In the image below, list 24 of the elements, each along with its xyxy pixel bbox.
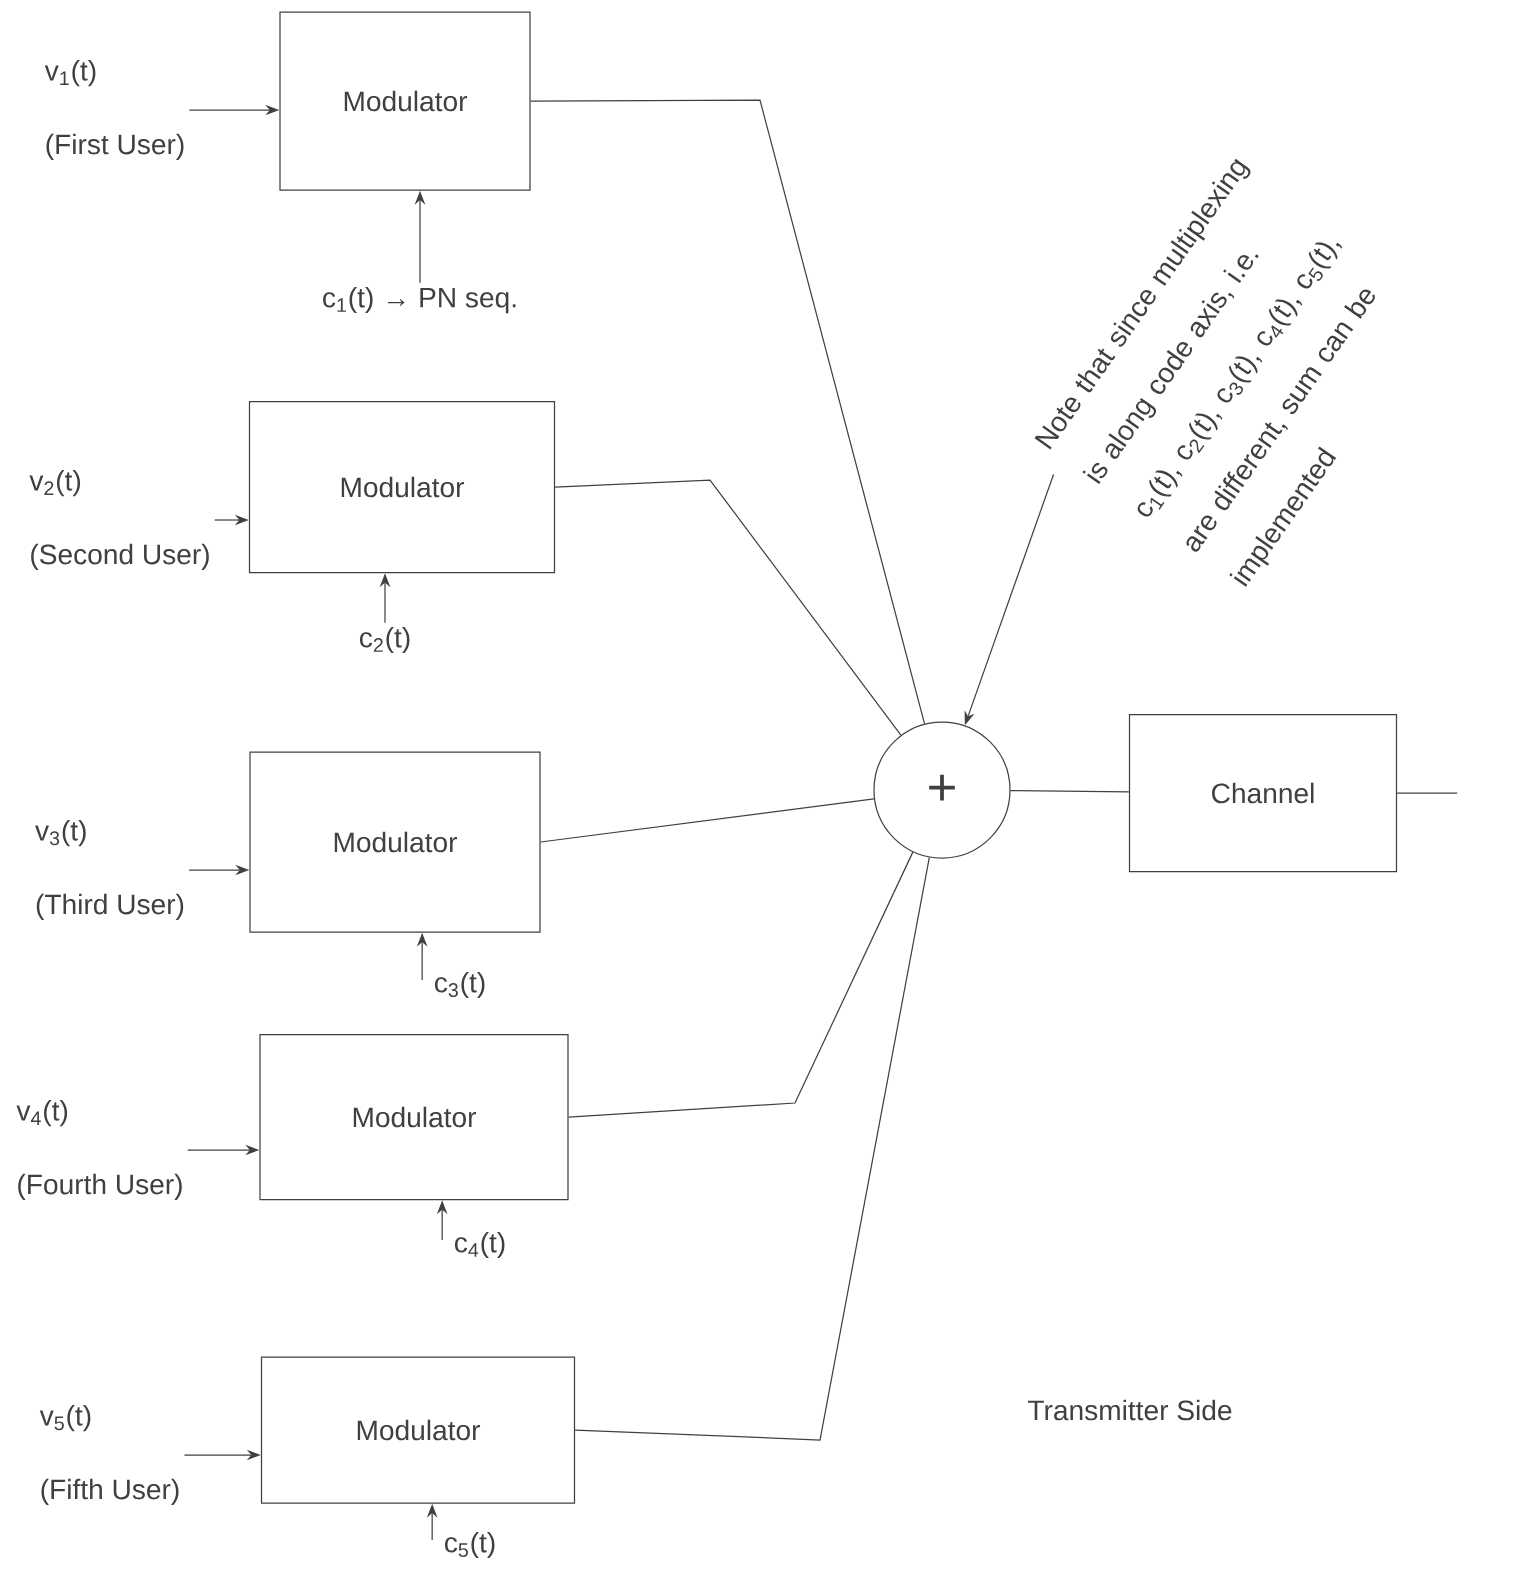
code-label: c$_{5}$(t) <box>444 1531 495 1559</box>
code-label: c$_{3}$(t) <box>435 971 485 999</box>
connector-line <box>574 856 930 1441</box>
modulator-box: Modulator <box>259 1033 569 1201</box>
modulator-box: Modulator <box>279 11 531 191</box>
connector-line <box>540 798 875 843</box>
connector-line <box>530 99 926 725</box>
connector-line <box>1010 790 1130 793</box>
modulator-box: Modulator <box>249 751 541 933</box>
modulator-box: Modulator <box>248 400 556 574</box>
modulator-box: Modulator <box>260 1356 576 1504</box>
connector-line <box>568 851 914 1118</box>
code-label: c$_{1}$(t) → PN seq. <box>323 286 516 314</box>
modulator-box: Channel <box>1128 713 1398 873</box>
input-label: v$_{4}$(t) (Fourth User) <box>16 1100 182 1200</box>
input-label: v$_{2}$(t) (Second User) <box>29 470 209 570</box>
code-label: c$_{4}$(t) <box>455 1231 505 1259</box>
caption-text: Transmitter Side <box>1028 1399 1232 1421</box>
input-label: v$_{5}$(t) (Fifth User) <box>39 1405 179 1505</box>
input-label: v$_{1}$(t) (First User) <box>44 60 184 160</box>
connector-line <box>1396 792 1458 794</box>
code-label: c$_{2}$(t) <box>360 626 410 654</box>
input-label: v$_{3}$(t) (Third User) <box>35 820 184 920</box>
connector-line <box>554 479 902 736</box>
